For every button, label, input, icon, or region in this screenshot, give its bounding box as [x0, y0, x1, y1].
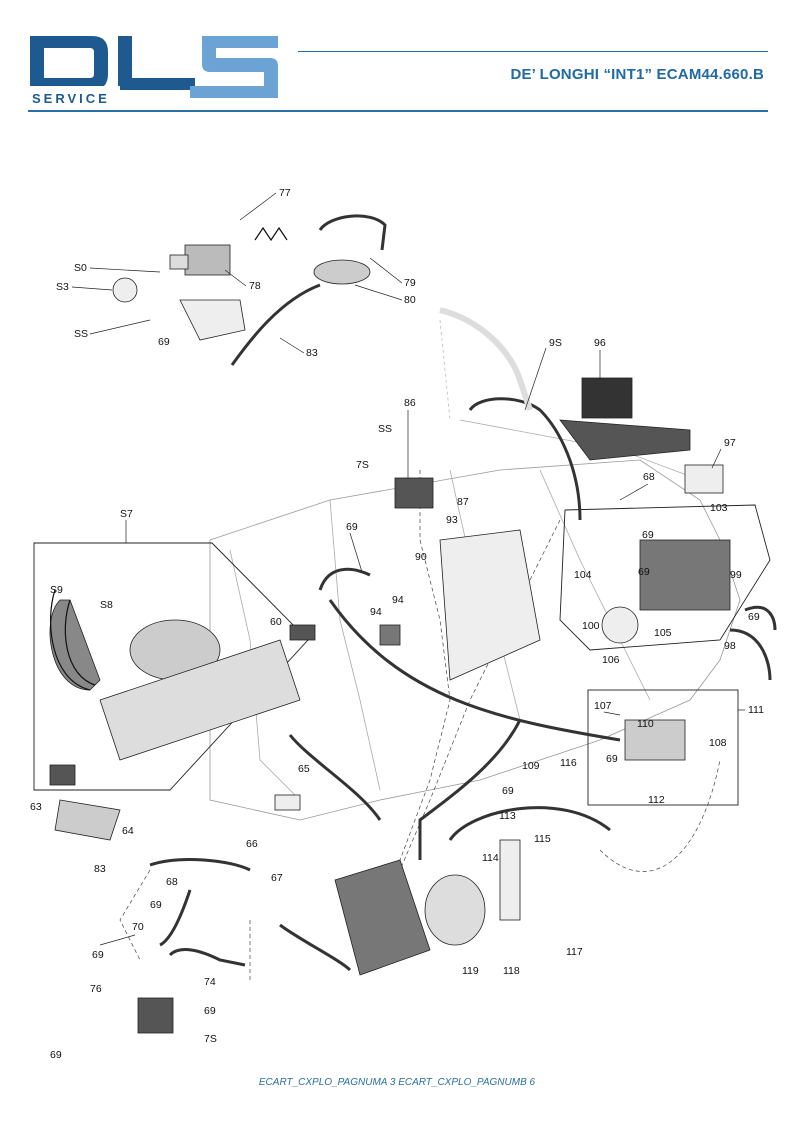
- part-label: 69: [606, 753, 618, 765]
- part-label: SS: [74, 328, 88, 340]
- part-label: 66: [246, 838, 258, 850]
- footer-code: ECART_CXPLO_PAGNUMA 3 ECART_CXPLO_PAGNUM…: [258, 1077, 536, 1088]
- part-label: 63: [30, 801, 42, 813]
- part-label: 100: [582, 620, 600, 632]
- part-label: 93: [446, 514, 458, 526]
- part-label: 119: [462, 965, 479, 977]
- part-label: SS: [378, 423, 392, 435]
- part-label: 103: [710, 502, 728, 514]
- part-label: 7S: [356, 459, 369, 471]
- part-label: 78: [249, 280, 261, 292]
- part-label: 68: [643, 471, 655, 483]
- part-label: S7: [120, 508, 133, 520]
- part-label: 69: [158, 336, 170, 348]
- part-label: 83: [306, 347, 318, 359]
- part-label: 114: [482, 852, 499, 864]
- part-label: 70: [132, 921, 144, 933]
- part-label: 115: [534, 833, 551, 845]
- part-label: 76: [90, 983, 102, 995]
- dls-service-logo: SERVICE: [30, 36, 278, 106]
- part-label: 111: [748, 704, 764, 716]
- part-label: 65: [298, 763, 310, 775]
- part-label: 106: [602, 654, 620, 666]
- part-label: 90: [415, 551, 427, 563]
- part-label: 7S: [204, 1033, 217, 1045]
- part-label: 69: [638, 566, 650, 578]
- part-label: S3: [56, 281, 69, 293]
- part-label: S8: [100, 599, 113, 611]
- part-label: 112: [648, 794, 665, 806]
- part-label: 104: [574, 569, 592, 581]
- page-title: DE’ LONGHI “INT1” ECAM44.660.B: [510, 66, 764, 83]
- part-label: 69: [502, 785, 514, 797]
- part-label: 113: [499, 810, 516, 822]
- part-label: SS: [55, 1073, 69, 1075]
- part-label: 69: [642, 529, 654, 541]
- part-label: 86: [404, 397, 416, 409]
- part-label: 118: [503, 965, 520, 977]
- part-label: 67: [271, 872, 283, 884]
- part-label: 105: [654, 627, 672, 639]
- part-label: 107: [594, 700, 612, 712]
- part-label: 94: [370, 606, 382, 618]
- part-label: S9: [50, 584, 63, 596]
- part-label: 69: [150, 899, 162, 911]
- part-label: 64: [122, 825, 134, 837]
- part-label: 83: [94, 863, 106, 875]
- part-label: 98: [724, 640, 736, 652]
- part-label: 60: [270, 616, 282, 628]
- part-label: S0: [74, 262, 87, 274]
- part-label: 109: [522, 760, 540, 772]
- part-label: 69: [204, 1005, 216, 1017]
- header-rule-bottom: [28, 110, 768, 112]
- part-label: 74: [204, 976, 216, 988]
- part-label: 77: [279, 187, 291, 199]
- part-label: 79: [404, 277, 416, 289]
- part-label: 68: [166, 876, 178, 888]
- part-label: 108: [709, 737, 727, 749]
- part-label: 94: [392, 594, 404, 606]
- part-label: 80: [404, 294, 416, 306]
- part-label: 110: [637, 718, 654, 730]
- part-label: 99: [730, 569, 742, 581]
- part-label: 69: [346, 521, 358, 533]
- part-label: 96: [594, 337, 606, 349]
- part-label: 116: [560, 757, 577, 769]
- part-label: 87: [457, 496, 469, 508]
- part-label: 69: [92, 949, 104, 961]
- part-label: 9S: [549, 337, 562, 349]
- logo-text: SERVICE: [32, 91, 110, 106]
- exploded-parts-diagram: 77 S0 S3 78 79 80 SS 69 83 9S 96 86 SS 7…: [30, 187, 777, 1075]
- part-label: 97: [724, 437, 736, 449]
- part-label: 69: [748, 611, 760, 623]
- header-rule-top: [298, 51, 768, 52]
- part-label: 69: [50, 1049, 62, 1061]
- part-label: 117: [566, 946, 583, 958]
